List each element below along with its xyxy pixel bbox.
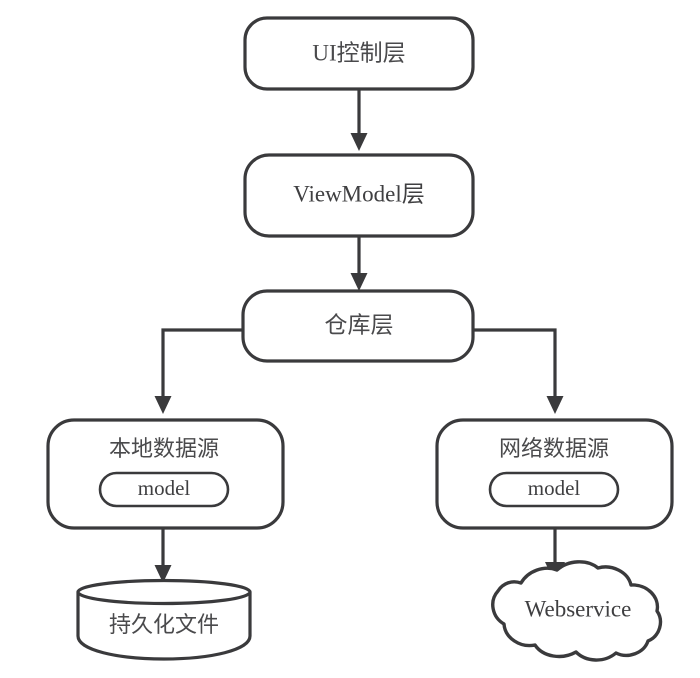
node-network-model-shape (488, 471, 620, 508)
edge-viewmodel-to-repository (350, 236, 368, 291)
node-persistent-file[interactable]: 持久化文件 (76, 578, 252, 661)
edge-repository-to-local (154, 328, 243, 414)
node-webservice-label: Webservice (525, 596, 632, 621)
node-local-model-shape (98, 471, 230, 508)
node-persistent-file-body (76, 590, 252, 661)
node-persistent-file-label: 持久化文件 (109, 612, 219, 637)
edge-local-to-persistent-file (154, 528, 172, 583)
node-local-data-source[interactable]: 本地数据源 model (46, 418, 285, 530)
node-viewmodel-layer-label: ViewModel层 (293, 181, 425, 206)
node-repository-layer[interactable]: 仓库层 (241, 289, 475, 363)
node-repository-layer-label: 仓库层 (325, 312, 394, 337)
node-webservice-shape (491, 560, 663, 662)
node-network-data-source-label: 网络数据源 (499, 436, 609, 461)
node-network-model-label: model (528, 476, 581, 500)
node-persistent-file-top (76, 578, 252, 606)
node-local-data-source-label: 本地数据源 (109, 436, 219, 461)
edge-ui-to-viewmodel (350, 88, 368, 151)
node-repository-layer-shape (241, 289, 475, 363)
node-viewmodel-layer-shape (243, 153, 475, 238)
node-ui-layer-label: UI控制层 (312, 40, 405, 65)
node-viewmodel-layer[interactable]: ViewModel层 (243, 153, 475, 238)
node-local-model-label: model (138, 476, 191, 500)
node-ui-layer-shape (243, 16, 475, 91)
node-webservice[interactable]: Webservice (491, 560, 663, 662)
node-ui-layer[interactable]: UI控制层 (243, 16, 475, 91)
node-network-data-source[interactable]: 网络数据源 model (435, 418, 674, 530)
edge-repository-to-network (473, 328, 564, 414)
